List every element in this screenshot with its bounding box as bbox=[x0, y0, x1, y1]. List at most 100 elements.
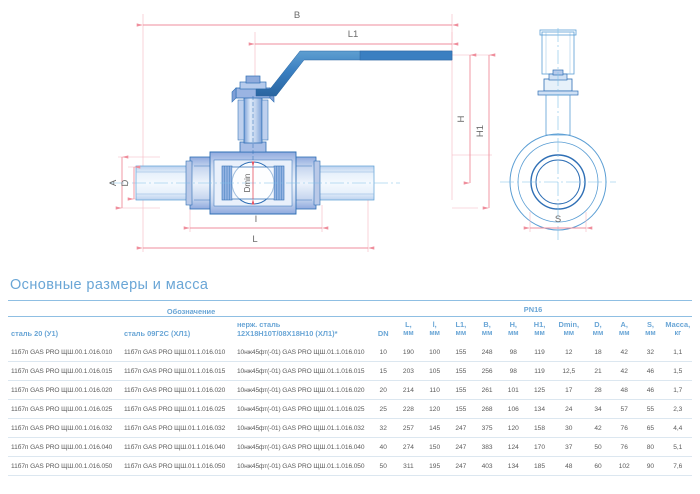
header-col-a: A, мм bbox=[611, 317, 637, 344]
header-col-h1-unit: мм bbox=[534, 328, 545, 338]
cell-dn: 20 bbox=[371, 380, 396, 401]
dimension-A: A bbox=[108, 155, 129, 210]
dimension-L: L bbox=[136, 234, 375, 250]
cell-desig_steel09g2s: 11б7п GAS PRO ЩШ.01.1.016.020 bbox=[120, 380, 234, 401]
header-col-l1: L1, мм bbox=[448, 317, 474, 344]
cell-l_big: 274 bbox=[395, 437, 422, 458]
cell-desig_steel20: 11б7п GAS PRO ЩШ.00.1.016.015 bbox=[8, 361, 121, 382]
cell-h1: 134 bbox=[526, 399, 553, 420]
cell-s: 55 bbox=[637, 399, 664, 420]
cell-desig_steel09g2s: 11б7п GAS PRO ЩШ.01.1.016.050 bbox=[120, 456, 234, 477]
cell-desig_steel09g2s: 11б7п GAS PRO ЩШ.01.1.016.025 bbox=[120, 399, 234, 420]
cell-massa: 2,3 bbox=[663, 399, 692, 420]
cell-b: 261 bbox=[473, 380, 501, 401]
cell-b: 268 bbox=[473, 399, 501, 420]
dimension-label-H: H bbox=[456, 115, 467, 122]
cell-a: 76 bbox=[611, 418, 638, 439]
cell-desig_stainless: 10нж45фт(-01) GAS PRO ЩШ.01.1.016.050 bbox=[233, 456, 372, 477]
cell-l1: 155 bbox=[447, 399, 474, 420]
cell-d: 42 bbox=[584, 418, 612, 439]
cell-dn: 40 bbox=[371, 437, 396, 458]
header-col-massa: Масса, кг bbox=[664, 317, 692, 344]
cell-d: 18 bbox=[584, 343, 612, 363]
valve-drawing-svg: B L1 bbox=[108, 10, 616, 252]
dimension-H: H bbox=[456, 53, 477, 185]
header-col-d-label: D, bbox=[594, 320, 602, 330]
cell-desig_stainless: 10нж45фт(-01) GAS PRO ЩШ.01.1.016.040 bbox=[233, 437, 372, 458]
header-col-d: D, мм bbox=[585, 317, 611, 344]
cell-l1: 155 bbox=[447, 380, 474, 401]
cell-i_small: 145 bbox=[421, 418, 448, 439]
cell-massa: 4,4 bbox=[663, 418, 692, 439]
cell-h: 101 bbox=[500, 380, 527, 401]
dimension-Dmin: Dmin bbox=[243, 161, 255, 205]
header-col-h-unit: мм bbox=[507, 328, 519, 338]
cell-h: 98 bbox=[500, 361, 527, 382]
cell-desig_steel09g2s: 11б7п GAS PRO ЩШ.01.1.016.040 bbox=[120, 437, 234, 458]
header-col-s-unit: мм bbox=[645, 328, 656, 338]
dimension-label-I: I bbox=[255, 214, 258, 225]
cell-b: 403 bbox=[473, 456, 501, 477]
cell-massa: 1,1 bbox=[663, 343, 692, 363]
cell-desig_stainless: 10нж45фт(-01) GAS PRO ЩШ.01.1.016.015 bbox=[233, 361, 372, 382]
cell-a: 57 bbox=[611, 399, 638, 420]
dimension-L1: L1 bbox=[248, 29, 459, 46]
technical-drawing: B L1 bbox=[108, 10, 616, 252]
cell-dmin: 48 bbox=[552, 456, 585, 477]
cell-s: 32 bbox=[637, 343, 664, 363]
cell-h1: 170 bbox=[526, 437, 553, 458]
cell-desig_steel09g2s: 11б7п GAS PRO ЩШ.01.1.016.032 bbox=[120, 418, 234, 439]
cell-d: 21 bbox=[584, 361, 612, 382]
cell-s: 46 bbox=[637, 380, 664, 401]
cell-desig_steel09g2s: 11б7п GAS PRO ЩШ.01.1.016.010 bbox=[120, 343, 234, 363]
cell-desig_stainless: 10нж45фт(-01) GAS PRO ЩШ.01.1.016.010 bbox=[233, 343, 372, 363]
cell-dn: 50 bbox=[371, 456, 396, 477]
header-col-h1-label: H1, bbox=[533, 320, 546, 330]
header-stainless-line2: 12Х18Н10Т/08Х18Н10 (ХЛ1)* bbox=[236, 329, 338, 339]
cell-d: 28 bbox=[584, 380, 612, 401]
cell-d: 34 bbox=[584, 399, 612, 420]
header-col-i-label: l, bbox=[432, 320, 437, 330]
cell-h: 134 bbox=[500, 456, 527, 477]
cell-h1: 119 bbox=[526, 343, 553, 363]
dimension-label-L: L bbox=[252, 234, 257, 245]
dimension-S: S bbox=[523, 212, 593, 232]
dimension-label-B: B bbox=[294, 10, 300, 21]
cell-i_small: 150 bbox=[421, 437, 448, 458]
cell-b: 248 bbox=[473, 343, 501, 363]
dimension-D: D bbox=[120, 165, 141, 201]
cell-desig_steel20: 11б7п GAS PRO ЩШ.00.1.016.025 bbox=[8, 399, 121, 420]
cell-dmin: 17 bbox=[552, 380, 585, 401]
header-col-a-label: A, bbox=[620, 320, 628, 330]
header-col-a-unit: мм bbox=[618, 328, 630, 338]
valve-handle bbox=[255, 50, 453, 97]
header-col-dmin-label: Dmin, bbox=[558, 320, 580, 330]
cell-s: 90 bbox=[637, 456, 664, 477]
dimension-label-H1: H1 bbox=[475, 125, 486, 137]
cell-massa: 5,1 bbox=[663, 437, 692, 458]
section-view: S bbox=[500, 28, 616, 240]
cell-h: 120 bbox=[500, 418, 527, 439]
cell-a: 76 bbox=[611, 437, 638, 458]
dimension-label-S: S bbox=[555, 214, 561, 225]
cell-desig_steel09g2s: 11б7п GAS PRO ЩШ.01.1.016.015 bbox=[120, 361, 234, 382]
header-col-steel20: сталь 20 (У1) bbox=[11, 329, 59, 339]
cell-a: 102 bbox=[611, 456, 638, 477]
cell-i_small: 195 bbox=[421, 456, 448, 477]
dimension-label-A: A bbox=[108, 179, 119, 186]
cell-a: 42 bbox=[611, 361, 638, 382]
cell-i_small: 105 bbox=[421, 361, 448, 382]
cell-l1: 247 bbox=[447, 418, 474, 439]
cell-i_small: 110 bbox=[421, 380, 448, 401]
header-row-group: Обозначение PN16 bbox=[8, 300, 692, 317]
cell-h: 106 bbox=[500, 399, 527, 420]
cell-dmin: 30 bbox=[552, 418, 585, 439]
dimension-B: B bbox=[136, 10, 459, 27]
header-col-b-label: B, bbox=[483, 320, 491, 330]
header-col-i: l, мм bbox=[422, 317, 448, 344]
header-col-massa-unit: кг bbox=[674, 328, 682, 338]
cell-s: 65 bbox=[637, 418, 664, 439]
section-title: Основные размеры и масса bbox=[10, 277, 209, 293]
